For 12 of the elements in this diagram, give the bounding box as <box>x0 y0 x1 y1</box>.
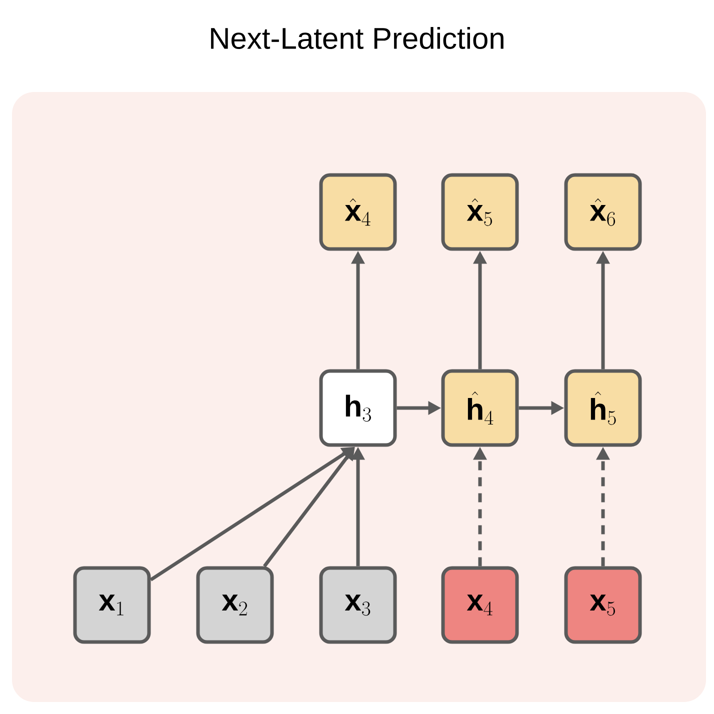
input-box: $\mathbf{x}_3$ <box>319 566 397 644</box>
prediction-box: $\hat{\mathbf{x}}_5$ <box>441 173 519 251</box>
latent-box: $\mathbf{h}_3$ <box>319 369 397 447</box>
title: Next-Latent Prediction <box>211 26 504 50</box>
prediction-box: $\hat{\mathbf{x}}_4$ <box>319 173 397 251</box>
prediction-box: $\hat{\mathbf{h}}_5$ <box>564 369 642 447</box>
input-box: $\mathbf{x}_5$ <box>564 566 642 644</box>
input-box: $\mathbf{x}_1$ <box>73 566 151 644</box>
input-box: $\mathbf{x}_2$ <box>196 566 274 644</box>
prediction-box: $\hat{\mathbf{x}}_6$ <box>564 173 642 251</box>
prediction-box: $\hat{\mathbf{h}}_4$ <box>441 369 519 447</box>
input-box: $\mathbf{x}_4$ <box>441 566 519 644</box>
